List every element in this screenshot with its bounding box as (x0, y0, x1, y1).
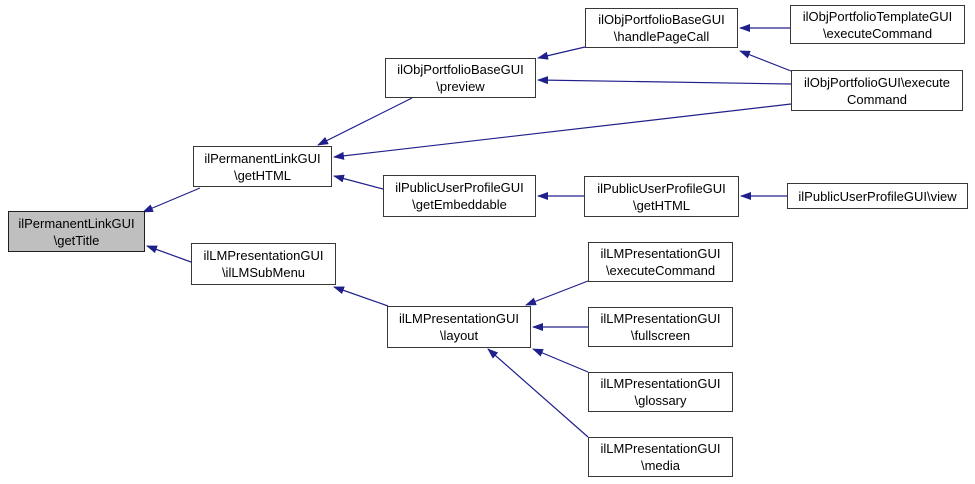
graph-node-label: \ilLMSubMenu (221, 265, 306, 280)
graph-node-label: ilObjPortfolioTemplateGUI (802, 8, 953, 24)
call-edge-lm-execute-to-layout (525, 280, 589, 306)
call-edge-handlepagecall-to-preview (537, 46, 586, 60)
graph-node-label: ilObjPortfolioGUI\execute (804, 74, 950, 90)
graph-node-label: \getEmbeddable (412, 197, 507, 212)
call-edge-getembeddable-to-gethtml (333, 174, 384, 190)
graph-node-label: ilLMPresentationGUI (600, 311, 721, 326)
graph-node-label: ilLMPresentationGUI (203, 248, 324, 263)
graph-node-lm-glossary[interactable]: ilLMPresentationGUI \glossary (588, 372, 733, 412)
graph-node-label: Command (847, 91, 907, 107)
call-edge-preview-to-gethtml (317, 97, 413, 146)
graph-node-label: ilLMPresentationGUI (600, 376, 721, 391)
graph-node-label: ilObjPortfolioBaseGUI (397, 62, 524, 77)
graph-node-gettitle: ilPermanentLinkGUI\getTitle (8, 211, 145, 252)
graph-node-label: \layout (439, 328, 479, 343)
graph-node-getembeddable[interactable]: ilPublicUserProfileGUI \getEmbeddable (383, 175, 536, 217)
graph-node-ilmsubmenu[interactable]: ilLMPresentationGUI \ilLMSubMenu (191, 243, 336, 285)
graph-node-label: \handlePageCall (613, 29, 710, 44)
graph-node-pub-view[interactable]: ilPublicUserProfileGUI\view (787, 183, 968, 209)
graph-node-label: \executeCommand (605, 263, 716, 278)
graph-node-layout[interactable]: ilLMPresentationGUI \layout (387, 306, 531, 348)
graph-node-handlepagecall[interactable]: ilObjPortfolioBaseGUI \handlePageCall (585, 8, 738, 48)
graph-node-label: \media (640, 458, 681, 473)
graph-node-lm-media[interactable]: ilLMPresentationGUI \media (588, 437, 733, 477)
graph-node-label: ilPublicUserProfileGUI (597, 180, 726, 196)
graph-node-label: \getHTML (233, 167, 292, 183)
graph-node-tpl-execute[interactable]: ilObjPortfolioTemplateGUI\executeCommand (790, 5, 965, 44)
graph-node-label: \getHTML (632, 197, 691, 213)
graph-node-label: ilObjPortfolioBaseGUI (598, 12, 725, 27)
graph-node-lm-fullscreen[interactable]: ilLMPresentationGUI \fullscreen (588, 307, 733, 347)
graph-node-label: \preview (436, 79, 485, 94)
graph-node-label: \executeCommand (822, 25, 933, 41)
graph-node-gethtml[interactable]: ilPermanentLinkGUI\getHTML (193, 146, 332, 187)
graph-node-label: \fullscreen (630, 328, 691, 343)
call-edge-pf-execute-to-preview (537, 76, 792, 85)
call-edge-pf-execute-to-handlepagecall (739, 50, 792, 72)
graph-node-label: ilPermanentLinkGUI (204, 150, 321, 166)
graph-node-pub-gethtml[interactable]: ilPublicUserProfileGUI\getHTML (584, 176, 739, 217)
call-edge-pf-execute-to-gethtml (333, 103, 792, 160)
graph-node-label: ilPublicUserProfileGUI (395, 180, 524, 195)
call-edge-lm-glossary-to-layout (532, 348, 589, 373)
graph-node-label: ilPublicUserProfileGUI\view (798, 188, 957, 204)
call-edge-lm-media-to-layout (487, 348, 589, 438)
graph-node-lm-execute[interactable]: ilLMPresentationGUI \executeCommand (588, 242, 733, 282)
graph-node-label: ilLMPresentationGUI (399, 311, 519, 326)
graph-node-label: \getTitle (53, 232, 100, 248)
graph-node-label: ilPermanentLinkGUI (18, 215, 135, 231)
call-edge-gethtml-to-gettitle (142, 187, 201, 213)
graph-node-label: \glossary (634, 393, 687, 408)
call-edge-layout-to-ilmsubmenu (333, 286, 389, 307)
graph-node-preview[interactable]: ilObjPortfolioBaseGUI \preview (385, 58, 536, 98)
call-edge-ilmsubmenu-to-gettitle (146, 245, 192, 263)
graph-node-label: ilLMPresentationGUI (600, 246, 721, 261)
graph-node-label: ilLMPresentationGUI (600, 441, 721, 456)
